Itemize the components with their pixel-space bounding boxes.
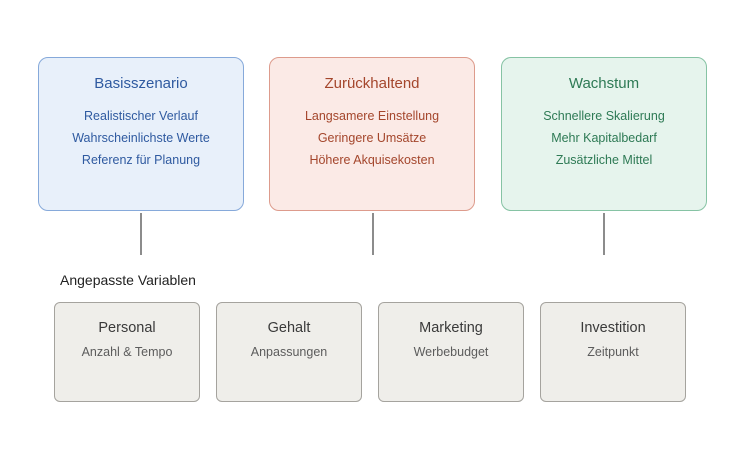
scenario-line: Langsamere Einstellung [304,109,440,123]
scenario-line: Wahrscheinlichste Werte [72,131,210,145]
variable-subtitle: Werbebudget [413,345,489,359]
variable-card-marketing: Marketing Werbebudget [378,302,524,402]
variable-card-investition: Investition Zeitpunkt [540,302,686,402]
scenario-line: Schnellere Skalierung [543,109,665,123]
scenario-line: Geringere Umsätze [317,131,427,145]
connector-line-wachstum [603,213,605,255]
scenario-title: Zurückhaltend [324,75,420,92]
scenario-lines: Langsamere Einstellung Geringere Umsätze… [270,105,474,171]
scenario-lines: Schnellere Skalierung Mehr Kapitalbedarf… [502,105,706,171]
variable-title: Personal [98,320,156,336]
variable-subtitle: Anzahl & Tempo [81,345,173,359]
variable-title: Gehalt [267,320,311,336]
scenario-line: Zusätzliche Mittel [555,153,653,167]
variable-title: Marketing [419,320,483,336]
connector-line-basis [140,213,142,255]
scenario-card-basis: Basisszenario Realistischer Verlauf Wahr… [38,57,244,211]
scenario-title: Wachstum [568,75,640,92]
scenario-title: Basisszenario [94,75,188,92]
scenario-card-wachstum: Wachstum Schnellere Skalierung Mehr Kapi… [501,57,707,211]
scenario-line: Höhere Akquisekosten [309,153,435,167]
variable-subtitle: Anpassungen [250,345,328,359]
scenario-line: Mehr Kapitalbedarf [551,131,657,145]
connector-line-zurueckhaltend [372,213,374,255]
scenario-line: Referenz für Planung [81,153,201,167]
variable-card-personal: Personal Anzahl & Tempo [54,302,200,402]
scenario-line: Realistischer Verlauf [84,109,198,123]
scenario-card-zurueckhaltend: Zurückhaltend Langsamere Einstellung Ger… [269,57,475,211]
variable-title: Investition [580,320,646,336]
variables-heading: Angepasste Variablen [60,272,196,288]
scenario-lines: Realistischer Verlauf Wahrscheinlichste … [39,105,243,171]
variable-subtitle: Zeitpunkt [587,345,639,359]
variable-card-gehalt: Gehalt Anpassungen [216,302,362,402]
